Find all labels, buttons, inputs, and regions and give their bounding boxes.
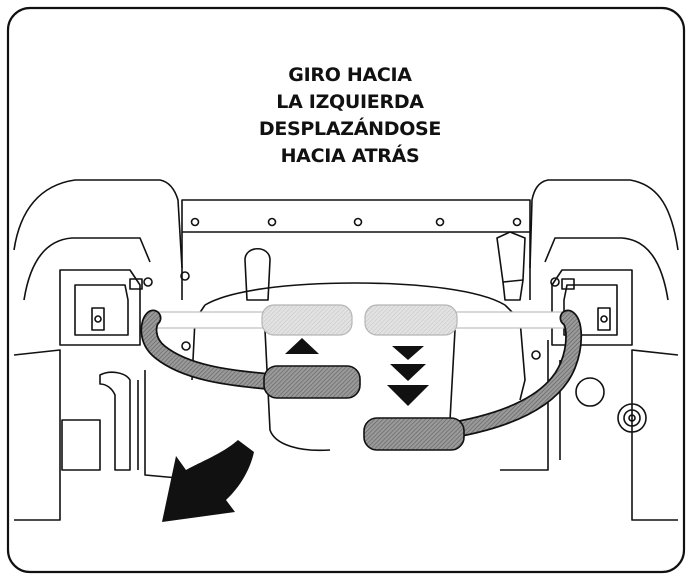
right-lever-grip [363, 417, 465, 451]
instruction-line-4: HACIA ATRÁS [280, 145, 420, 167]
instruction-line-1: GIRO HACIA [288, 64, 412, 86]
instruction-line-2: LA IZQUIERDA [276, 91, 424, 113]
left-grip-neutral [261, 304, 353, 336]
mower-body [13, 179, 679, 521]
curved-arrow-left-icon [162, 440, 254, 522]
lever-neutral-position [149, 304, 565, 336]
left-steering-lever [140, 309, 361, 399]
instruction-line-3: DESPLAZÁNDOSE [258, 118, 442, 140]
right-steering-lever [363, 309, 583, 451]
right-grip-neutral [364, 304, 458, 336]
triple-arrow-down-icon [387, 346, 429, 406]
instruction-title: GIRO HACIA LA IZQUIERDA DESPLAZÁNDOSE HA… [200, 62, 500, 170]
arrow-up-icon [285, 338, 319, 354]
diagram-border [6, 6, 686, 574]
left-lever-grip [263, 365, 361, 399]
